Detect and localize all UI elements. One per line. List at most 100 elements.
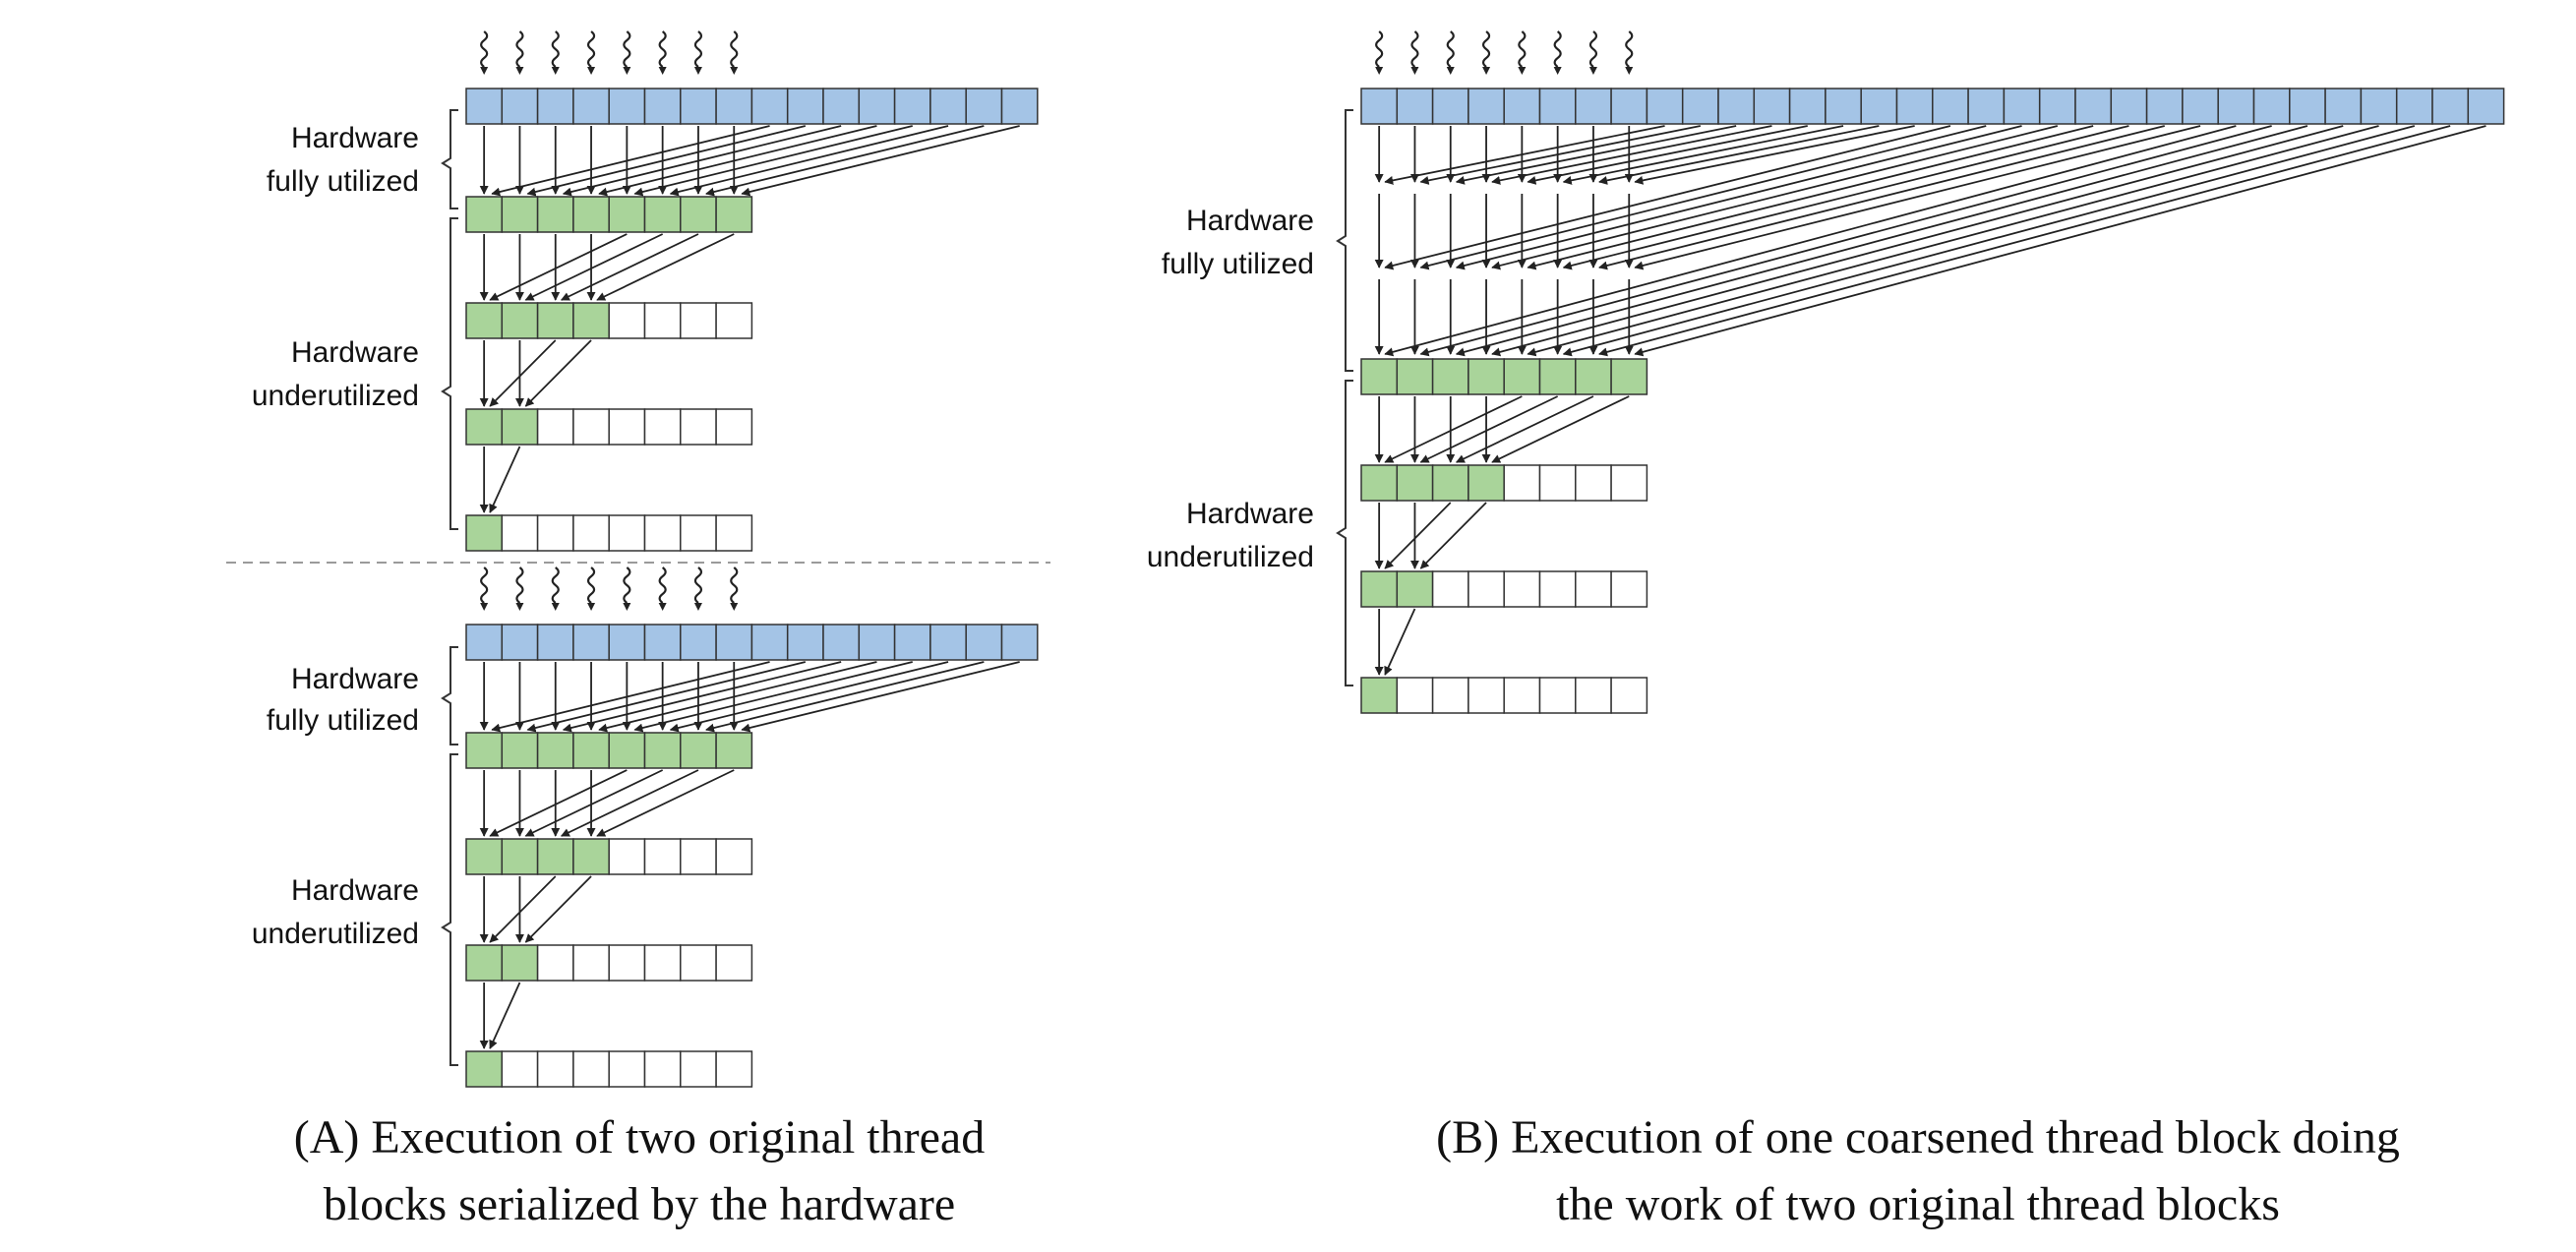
reduce-arrow [633, 661, 913, 733]
reduce-arrow [524, 875, 592, 943]
input-cell [1538, 88, 1577, 125]
partial-cell [536, 1050, 574, 1088]
input-cell [2324, 88, 2363, 125]
thread-squiggle [658, 566, 667, 604]
label-full-a2-l2: fully utilized [267, 704, 419, 737]
partial-cell [608, 408, 646, 446]
input-cell [465, 88, 504, 125]
reduce-arrow [1455, 395, 1594, 463]
partial-cell [501, 944, 539, 982]
label-full-b-l1: Hardware [1186, 205, 1314, 237]
partial-cell [572, 196, 610, 233]
partial-cell [536, 732, 574, 769]
partial-cell [572, 732, 610, 769]
thread-squiggle-tip [480, 603, 489, 611]
partial-cell [501, 408, 539, 446]
thread-squiggle [515, 566, 524, 604]
input-cell [572, 88, 610, 125]
input-cell [1360, 88, 1399, 125]
input-cell [1396, 88, 1434, 125]
input-cell [608, 88, 646, 125]
thread-squiggle-tip [730, 603, 739, 611]
input-cell [893, 88, 931, 125]
partial-cell [572, 838, 610, 875]
accumulate-arrow [1384, 125, 1665, 185]
label-under-a2-l1: Hardware [291, 874, 419, 907]
label-full-a1-l2: fully utilized [267, 165, 419, 198]
partial-cell [501, 838, 539, 875]
reduce-arrow [526, 125, 807, 197]
accumulate-arrow [1384, 125, 1951, 270]
partial-cell [715, 514, 753, 552]
label-under-a1-l2: underutilized [252, 380, 419, 412]
reduce-arrow [489, 339, 557, 407]
thread-squiggle [586, 566, 596, 604]
partial-cell [608, 838, 646, 875]
thread-squiggle-tip [658, 67, 667, 75]
partial-cell [501, 732, 539, 769]
partial-cell [643, 1050, 682, 1088]
input-cell [1681, 88, 1719, 125]
partial-cell [465, 196, 504, 233]
partial-cell [465, 408, 504, 446]
input-cell [1788, 88, 1827, 125]
thread-squiggle-tip [587, 67, 596, 75]
partial-cell [643, 408, 682, 446]
reduce-arrow [1384, 395, 1523, 463]
partial-cell [1396, 464, 1434, 502]
partial-cell [680, 944, 717, 982]
reduce-arrow [560, 769, 699, 837]
partial-cell [715, 196, 753, 233]
thread-squiggle [623, 566, 631, 604]
input-cell [786, 88, 824, 125]
input-cell [965, 624, 1003, 661]
partial-cell [608, 732, 646, 769]
accumulate-arrow [1419, 125, 1702, 185]
thread-squiggle-tip [1518, 67, 1527, 75]
reduce-arrow [705, 125, 985, 197]
accumulate-arrow [1562, 125, 2416, 357]
thread-squiggle-tip [623, 603, 631, 611]
input-cell [1575, 88, 1612, 125]
label-under-a2-l2: underutilized [252, 918, 419, 950]
reduce-arrow [741, 125, 1020, 197]
reduce-arrow [596, 233, 735, 301]
accumulate-arrow [1634, 125, 2201, 270]
reduce-arrow [489, 233, 628, 301]
partial-cell [1503, 358, 1541, 395]
partial-cell [643, 732, 682, 769]
reduce-arrow [489, 769, 628, 837]
thread-squiggle-tip [551, 603, 560, 611]
accumulate-arrow [1562, 125, 1844, 185]
input-cell [2145, 88, 2184, 125]
reduce-arrow [1384, 502, 1452, 569]
reduce-arrow [524, 233, 664, 301]
reduce-arrow [1384, 608, 1416, 676]
input-cell [643, 88, 682, 125]
reduce-arrow [669, 125, 949, 197]
input-cell [1646, 88, 1684, 125]
accumulate-arrow [1598, 125, 2451, 357]
arrows-a1 [479, 125, 1020, 513]
bracket-under-a2 [441, 753, 458, 1066]
partial-cell [536, 944, 574, 982]
thread-squiggle-tip [1482, 67, 1491, 75]
partial-cell [1575, 677, 1612, 714]
partial-cell [608, 1050, 646, 1088]
input-cell [680, 88, 717, 125]
thread-squiggle [551, 30, 560, 68]
input-cell [1717, 88, 1756, 125]
input-cell [715, 624, 753, 661]
reduce-arrow [705, 661, 985, 733]
partial-cell [643, 514, 682, 552]
accumulate-arrow [1527, 125, 2379, 357]
partial-cell [1503, 570, 1541, 608]
thread-squiggle-tip [1625, 67, 1634, 75]
thread-squiggle [730, 566, 739, 604]
thread-squiggle-tip [551, 67, 560, 75]
partial-cell [1575, 570, 1612, 608]
accumulate-arrow [1491, 125, 2344, 357]
label-full-a1-l1: Hardware [291, 122, 419, 154]
partial-cell [1360, 464, 1399, 502]
partial-cell [1575, 464, 1612, 502]
